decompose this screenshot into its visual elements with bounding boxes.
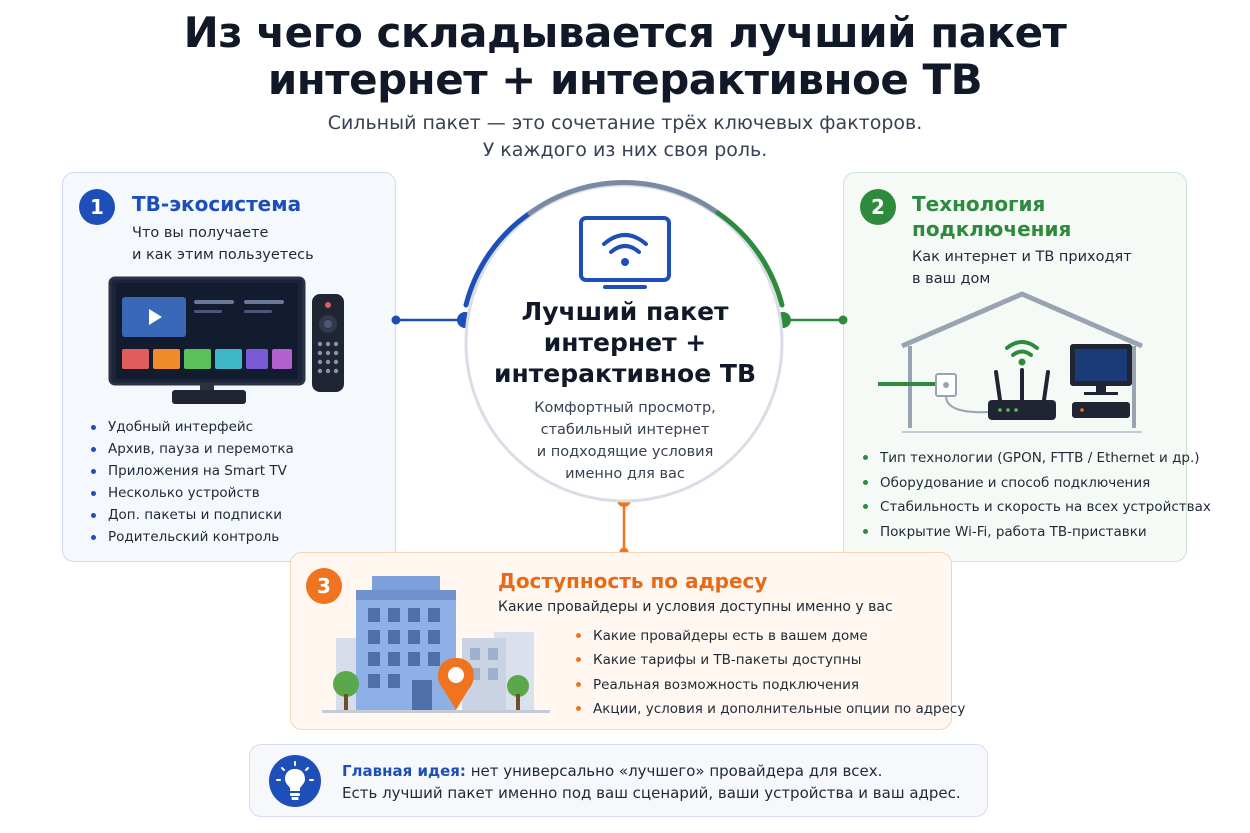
main-idea-text: Главная идея: нет универсально «лучшего»… (342, 760, 972, 804)
connector-right-dot (838, 315, 848, 325)
factor1-title: ТВ-экосистема (132, 192, 302, 216)
list-item: Родительский контроль (88, 526, 294, 548)
main-idea-line1: нет универсально «лучшего» провайдера дл… (465, 762, 883, 780)
list-item: Тип технологии (GPON, FTTB / Ethernet и … (860, 446, 1211, 471)
house-router-illustration (878, 291, 1143, 433)
page-subtitle-line2: У каждого из них своя роль. (482, 139, 768, 161)
factor3-list: Какие провайдеры есть в вашем доме Какие… (573, 624, 965, 721)
main-idea-label: Главная идея: (342, 762, 466, 780)
center-arc-blue (463, 210, 533, 308)
connector-left-dot (391, 315, 401, 325)
factor2-number: 2 (860, 189, 896, 225)
page-title-line2: интернет + интерактивное ТВ (267, 55, 983, 104)
factor2-desc-line2: в ваш дом (912, 271, 991, 287)
center-desc-line2: стабильный интернет (540, 422, 710, 438)
list-item: Оборудование и способ подключения (860, 471, 1211, 496)
center-arc-green (715, 210, 785, 308)
factor3-number: 3 (306, 568, 342, 604)
list-item: Стабильность и скорость на всех устройст… (860, 495, 1211, 520)
factor1-desc-line1: Что вы получаете (132, 225, 269, 241)
list-item: Реальная возможность подключения (573, 673, 965, 697)
center-desc-line1: Комфортный просмотр, (534, 400, 716, 416)
city-location-illustration (322, 576, 550, 713)
factor3-desc: Какие провайдеры и условия доступны имен… (498, 599, 893, 615)
list-item: Какие провайдеры есть в вашем доме (573, 624, 965, 648)
list-item: Удобный интерфейс (88, 416, 294, 438)
center-title-line1: Лучший пакет (521, 297, 729, 326)
center-arc-gray (527, 179, 721, 216)
center-desc-line4: именно для вас (565, 466, 685, 482)
tv-wifi-icon (579, 216, 671, 289)
center-title-line3: интерактивное ТВ (493, 359, 756, 388)
list-item: Приложения на Smart TV (88, 460, 294, 482)
page-subtitle-line1: Сильный пакет — это сочетание трёх ключе… (327, 112, 923, 134)
list-item: Архив, пауза и перемотка (88, 438, 294, 460)
center-circle (464, 183, 784, 503)
lightbulb-icon (269, 755, 321, 807)
factor3-title: Доступность по адресу (498, 569, 768, 593)
main-idea-line2: Есть лучший пакет именно под ваш сценари… (342, 784, 961, 802)
list-item: Покрытие Wi-Fi, работа ТВ-приставки (860, 520, 1211, 545)
factor2-list: Тип технологии (GPON, FTTB / Ethernet и … (860, 446, 1211, 544)
factor2-title-line2: подключения (912, 217, 1072, 241)
list-item: Доп. пакеты и подписки (88, 504, 294, 526)
tv-remote-illustration (108, 276, 344, 404)
center-desc-line3: и подходящие условия (536, 444, 714, 460)
center-title-line2: интернет + (543, 328, 707, 357)
factor2-desc-line1: Как интернет и ТВ приходят (912, 249, 1132, 265)
factor1-desc-line2: и как этим пользуетесь (132, 247, 314, 263)
main-idea-card (249, 744, 988, 817)
factor2-title-line1: Технология (912, 192, 1046, 216)
list-item: Акции, условия и дополнительные опции по… (573, 697, 965, 721)
factor1-number: 1 (79, 189, 115, 225)
list-item: Несколько устройств (88, 482, 294, 504)
list-item: Какие тарифы и ТВ-пакеты доступны (573, 648, 965, 672)
factor1-list: Удобный интерфейс Архив, пауза и перемот… (88, 416, 294, 548)
page-title-line1: Из чего складывается лучший пакет (183, 8, 1067, 57)
